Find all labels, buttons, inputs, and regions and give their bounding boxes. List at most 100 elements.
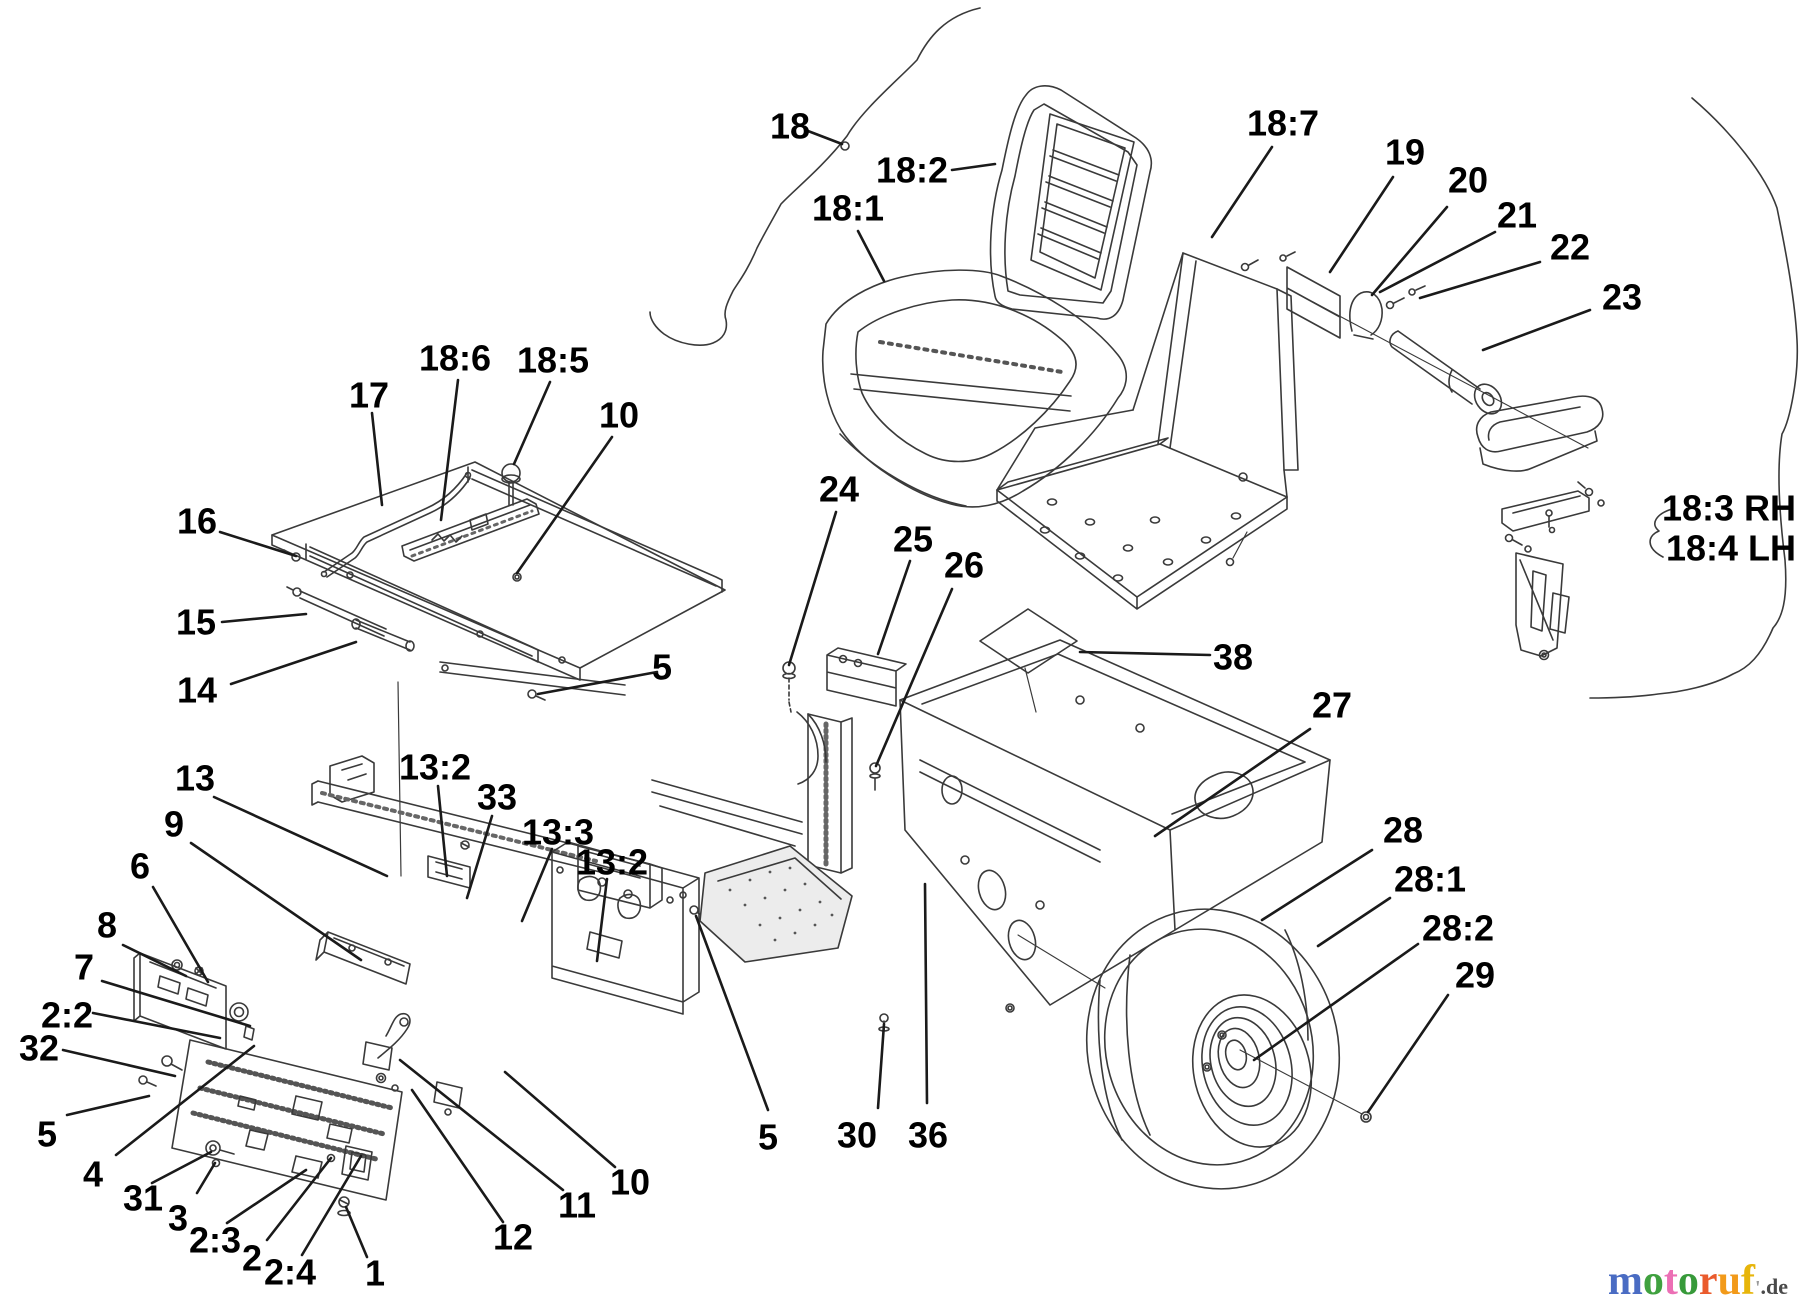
motoruf-logo-tick: ' <box>1754 1277 1761 1299</box>
callout-label-18:7: 18:7 <box>1247 103 1319 144</box>
tab-2-4 <box>342 1146 372 1180</box>
latch-18-6 <box>402 499 539 561</box>
screw-3 <box>213 1160 220 1167</box>
callout-label-16: 16 <box>177 501 217 542</box>
leader-line-33 <box>467 816 492 898</box>
leader-line-13:2 <box>438 786 447 876</box>
motoruf-logo: motoruf'.de <box>1608 1260 1788 1302</box>
callout-label-2:3: 2:3 <box>189 1220 241 1261</box>
track-a <box>306 544 538 662</box>
leader-line-3 <box>197 1163 215 1193</box>
callout-label-2:4: 2:4 <box>264 1252 316 1293</box>
logo-letter: u <box>1717 1258 1741 1304</box>
callout-label-4: 4 <box>83 1154 103 1195</box>
rim-28-1 <box>1177 982 1327 1159</box>
callout-label-8: 8 <box>97 905 117 946</box>
d-ring-20 <box>1350 292 1382 339</box>
callout-label-2:2: 2:2 <box>41 995 93 1036</box>
leader-line-38 <box>1080 652 1210 655</box>
leader-line-13 <box>214 797 387 876</box>
leader-line-2:3 <box>227 1170 306 1223</box>
leader-line-5 <box>67 1096 149 1115</box>
leader-line-2 <box>267 1158 331 1240</box>
callout-label-28:2: 28:2 <box>1422 908 1494 949</box>
callout-label-25: 25 <box>893 519 933 560</box>
callout-label-17: 17 <box>349 375 389 416</box>
leader-line-1 <box>346 1207 367 1257</box>
screw-33 <box>461 843 469 847</box>
seat-slide-drawing <box>272 462 725 876</box>
lever-plate <box>363 1042 392 1070</box>
roller-23 <box>1390 331 1480 404</box>
leader-line-18:5 <box>514 382 550 464</box>
callout-label-5: 5 <box>758 1117 778 1158</box>
callout-label-18:4 LH: 18:4 LH <box>1666 528 1796 569</box>
callout-label-9: 9 <box>164 804 184 845</box>
seat-cushion-drawing <box>823 270 1127 507</box>
frame-box-rim <box>900 640 1330 830</box>
callout-label-7: 7 <box>74 947 94 988</box>
leader-line-23 <box>1483 310 1590 350</box>
leader-line-30 <box>878 1024 884 1108</box>
leader-line-21 <box>1380 232 1495 292</box>
leader-line-28 <box>1262 850 1372 920</box>
screw-1 <box>338 1211 350 1216</box>
stud-4 <box>244 1026 254 1040</box>
nut-8 <box>175 963 180 968</box>
seat-pan-drawing <box>997 252 1298 609</box>
callout-label-32: 32 <box>19 1028 59 1069</box>
leader-line-22 <box>1420 262 1540 298</box>
lug-nut-29 <box>1364 1115 1369 1120</box>
callout-label-10: 10 <box>599 395 639 436</box>
decal-38 <box>980 609 1077 673</box>
leader-line-5 <box>538 672 657 694</box>
callout-label-18:2: 18:2 <box>876 150 948 191</box>
leader-line-25 <box>878 561 910 654</box>
bracket-25 <box>827 648 906 706</box>
leader-line-31 <box>152 1152 211 1183</box>
callout-label-33: 33 <box>477 777 517 818</box>
leader-line-32 <box>63 1050 175 1076</box>
leader-line-2:4 <box>302 1156 361 1255</box>
callout-label-3: 3 <box>168 1198 188 1239</box>
screw-24 <box>789 678 791 712</box>
leader-line-36 <box>925 884 927 1103</box>
leader-line-10 <box>517 437 612 573</box>
leader-line-9 <box>191 843 361 960</box>
plate-2 <box>172 1040 402 1200</box>
callout-label-26: 26 <box>944 545 984 586</box>
leader-line-5 <box>696 916 768 1110</box>
callout-label-18:1: 18:1 <box>812 188 884 229</box>
leader-line-18:6 <box>441 380 458 520</box>
rod-17 <box>324 473 467 572</box>
callout-label-13: 13 <box>175 758 215 799</box>
leader-line-11 <box>400 1060 563 1190</box>
callout-label-29: 29 <box>1455 955 1495 996</box>
leader-line-13:2 <box>597 879 607 961</box>
lever-11 <box>378 1014 410 1058</box>
knob-18-5 <box>502 464 520 482</box>
callout-label-1: 1 <box>365 1253 385 1294</box>
leader-line-18:7 <box>1212 147 1272 237</box>
leader-line-17 <box>372 413 382 505</box>
bolt-31 <box>220 1150 234 1154</box>
seat-backrest-drawing <box>991 86 1152 319</box>
leader-line-8 <box>123 945 186 976</box>
callout-label-30: 30 <box>837 1115 877 1156</box>
callout-label-28:1: 28:1 <box>1394 859 1466 900</box>
seat-assembly-outline <box>650 8 1797 698</box>
leader-line-18:2 <box>952 164 995 170</box>
leader-line-16 <box>220 532 296 556</box>
leader-line-10 <box>505 1072 615 1167</box>
bracket-2-2 <box>134 953 226 1049</box>
callout-label-5: 5 <box>652 647 672 688</box>
tower-channel <box>808 714 852 873</box>
callout-label-11: 11 <box>558 1185 596 1226</box>
callout-label-6: 6 <box>130 846 150 887</box>
rod-15 <box>300 591 386 636</box>
screw-32 <box>171 1064 182 1070</box>
callout-label-13:2: 13:2 <box>576 842 648 883</box>
pivot-hardware-drawing <box>1287 267 1588 448</box>
